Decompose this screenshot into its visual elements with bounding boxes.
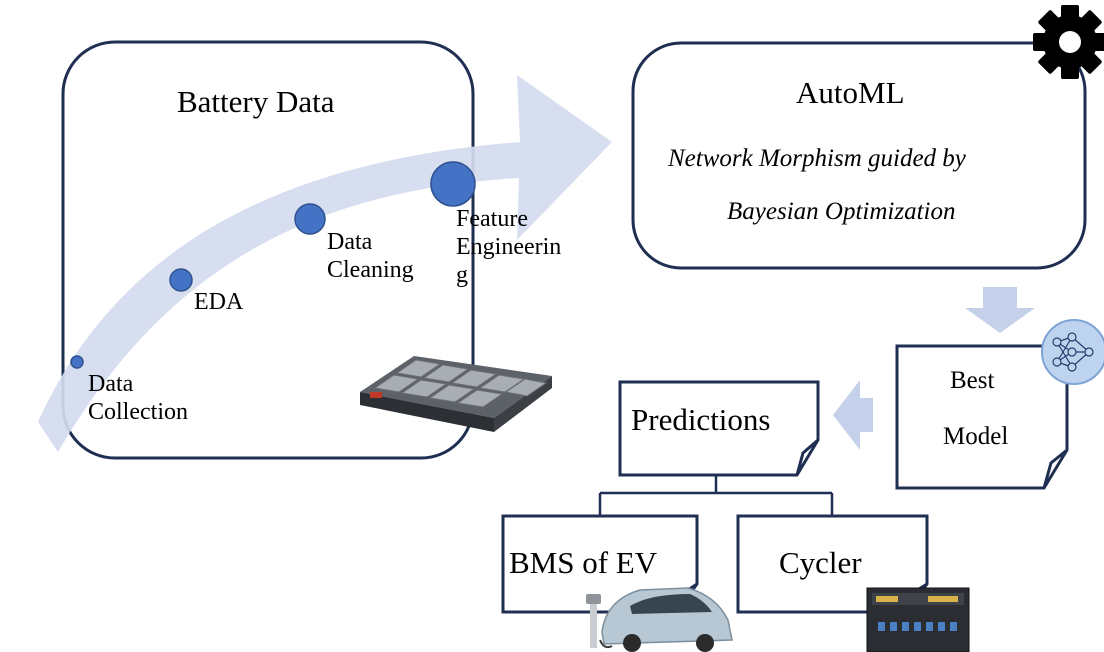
automl-subtitle-line-2: Bayesian Optimization (727, 198, 956, 225)
down-arrow (965, 287, 1035, 333)
bms-label: BMS of EV (509, 545, 658, 580)
best-model-box (895, 344, 1069, 490)
step-label-line: Data (327, 229, 373, 255)
step-dot-eda (169, 268, 193, 292)
step-label-eda: EDA (194, 289, 244, 315)
step-label-data-collection: Data Collection (88, 370, 188, 426)
step-dot-data-collection (70, 355, 84, 369)
battery-pack-image (360, 356, 552, 432)
automl-title: AutoML (796, 75, 905, 110)
left-arrow (833, 380, 873, 450)
best-model-line-1: Best (950, 367, 995, 394)
battery-data-panel (61, 40, 475, 460)
cycler-device-image (866, 587, 970, 652)
predictions-label: Predictions (631, 402, 771, 437)
step-label-line: Cleaning (327, 257, 414, 283)
automl-subtitle-line-1: Network Morphism guided by (668, 145, 966, 172)
step-label-line: Collection (88, 399, 188, 425)
step-dot-feature-engineering (430, 161, 476, 207)
predictions-box (618, 380, 820, 477)
step-label-line: Engineerin (456, 234, 562, 260)
ev-car-image (586, 587, 733, 652)
step-label-line: Feature (456, 206, 528, 232)
cycler-label: Cycler (779, 545, 862, 580)
step-dot-data-cleaning (294, 203, 326, 235)
best-model-line-2: Model (943, 423, 1009, 450)
step-label-line: Data (88, 371, 134, 397)
step-label-data-cleaning: Data Cleaning (327, 228, 414, 284)
step-label-feature-engineering: Feature Engineerin g (456, 205, 561, 289)
step-label-line: g (456, 262, 468, 288)
gear-icon (1033, 5, 1104, 79)
neural-network-icon (1041, 319, 1104, 385)
tree-connector (598, 475, 834, 516)
automl-box (631, 41, 1087, 270)
battery-data-title: Battery Data (177, 84, 335, 119)
